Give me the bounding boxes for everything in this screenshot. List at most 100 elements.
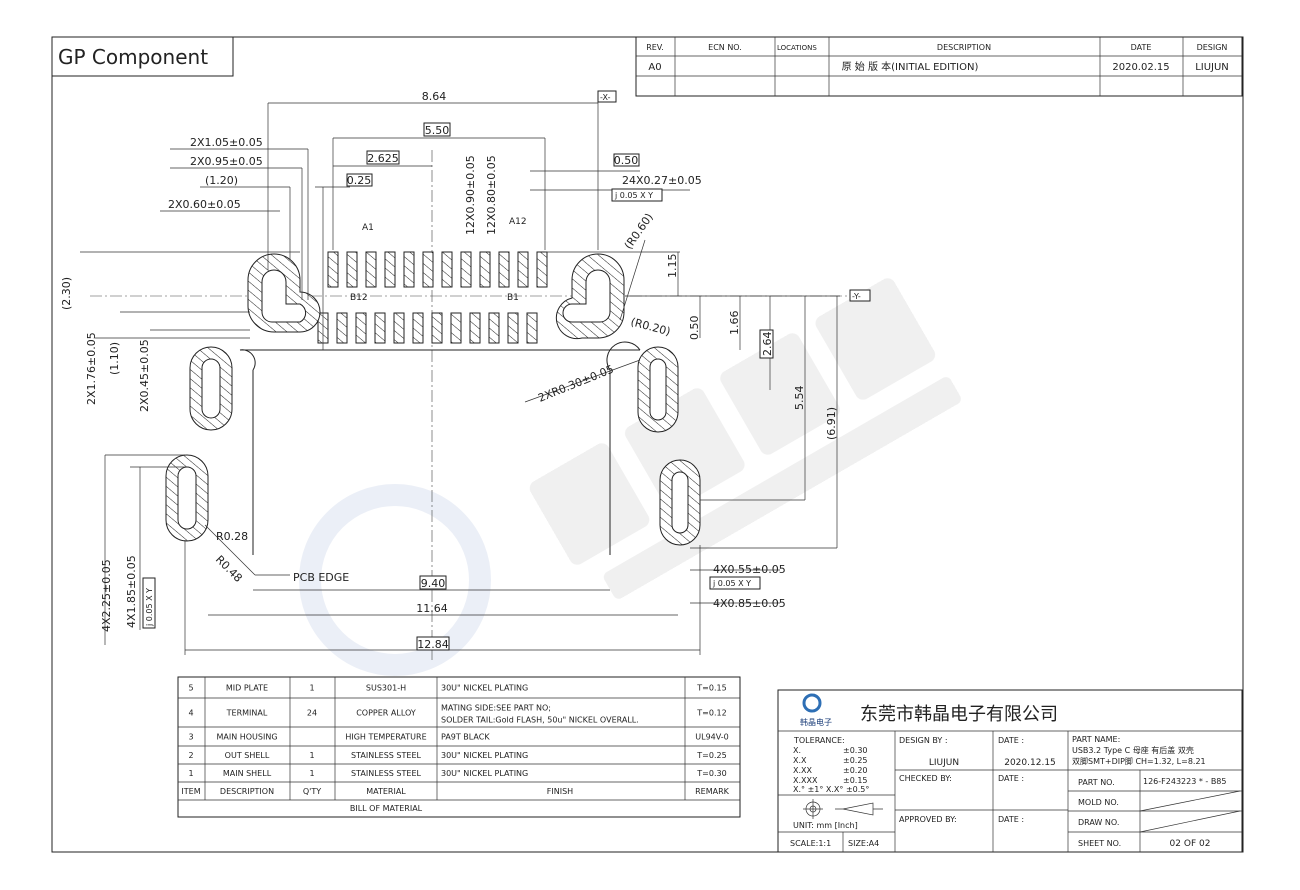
rev-designer: LIUJUN: [1195, 62, 1229, 73]
dim-r0-28: R0.28: [216, 530, 248, 543]
dim-12-84: 12.84: [417, 638, 449, 651]
ecn-header: ECN NO.: [708, 43, 742, 52]
draw-no-label: DRAW NO.: [1078, 818, 1119, 827]
terminal-pad-a: [498, 251, 510, 288]
dim-1-15: 1.15: [666, 254, 679, 279]
bom-finish: 30U" NICKEL PLATING: [441, 769, 528, 778]
terminal-pad-b: [469, 312, 481, 344]
tolerance-class: X.: [793, 746, 801, 755]
bom-header: REMARK: [695, 787, 730, 796]
revision-table: REV. ECN NO. LOCATIONS DESCRIPTION DATE …: [635, 36, 1243, 97]
terminal-pad-b: [507, 312, 519, 344]
design-header: DESIGN: [1197, 43, 1228, 52]
terminal-pad-a: [384, 251, 396, 288]
dim-2x1-05: 2X1.05±0.05: [190, 136, 263, 149]
bom-finish: 30U" NICKEL PLATING: [441, 751, 528, 760]
locations-header: LOCATIONS: [777, 44, 817, 52]
bom-cell: MAIN HOUSING: [216, 733, 277, 742]
pad-row-a: [327, 251, 548, 288]
bom-header: FINISH: [547, 787, 573, 796]
approved-date-label: DATE :: [998, 815, 1024, 824]
rev-description: 原 始 版 本(INITIAL EDITION): [842, 60, 979, 73]
dim-8-64: 8.64: [422, 90, 447, 103]
title-block: 韩晶电子 东莞市韩晶电子有限公司 TOLERANCE: X.±0.30X.X±0…: [777, 689, 1243, 853]
feature-control-frame: j 0.05 X Y: [614, 191, 653, 200]
bom-cell: T=0.25: [696, 751, 726, 760]
terminal-pad-b: [526, 312, 538, 344]
bom-caption: BILL OF MATERIAL: [350, 804, 423, 813]
terminal-pad-b: [431, 312, 443, 344]
rev-value: A0: [648, 62, 661, 73]
dim-6-91: (6.91): [825, 407, 838, 440]
dim-4x2-25: 4X2.25±0.05: [100, 559, 113, 632]
checked-date-label: DATE :: [998, 774, 1024, 783]
rev-header: REV.: [646, 43, 664, 52]
design-by-label: DESIGN BY :: [899, 736, 948, 745]
approved-by-label: APPROVED BY:: [899, 815, 957, 824]
company-name: 东莞市韩晶电子有限公司: [860, 704, 1058, 725]
bom-cell: T=0.12: [696, 709, 726, 718]
dim-r0-48: R0.48: [213, 553, 245, 585]
dim-r0-20: (R0.20): [629, 315, 672, 338]
terminal-pad-a: [346, 251, 358, 288]
mold-no-label: MOLD NO.: [1078, 798, 1119, 807]
y-datum: -Y-: [852, 292, 861, 301]
label-b12: B12: [350, 293, 368, 303]
dim-24x0-27: 24X0.27±0.05: [622, 174, 702, 187]
dim-1-66: 1.66: [728, 311, 741, 336]
unit-label: UNIT: mm [Inch]: [793, 821, 858, 830]
bom-cell: 1: [309, 751, 314, 760]
dim-1-10: (1.10): [108, 342, 121, 375]
terminal-pad-b: [412, 312, 424, 344]
terminal-pad-a: [403, 251, 415, 288]
part-name-line-1: USB3.2 Type C 母座 有后盖 双壳: [1072, 745, 1194, 755]
terminal-pad-a: [422, 251, 434, 288]
bom-cell: 24: [307, 709, 317, 718]
dim-4x1-85: 4X1.85±0.05: [125, 555, 138, 628]
part-no: 126-F243223 * - B85: [1143, 777, 1226, 786]
angle-tolerance: X.° ±1° X.X° ±0.5°: [793, 785, 869, 794]
checked-by-label: CHECKED BY:: [899, 774, 952, 783]
sheet-no-label: SHEET NO.: [1078, 839, 1121, 848]
bom-cell: 1: [309, 684, 314, 693]
bom-cell: STAINLESS STEEL: [351, 751, 421, 760]
watermark: [299, 278, 961, 676]
bom-cell: T=0.15: [696, 684, 726, 693]
pcb-edge-label: PCB EDGE: [293, 571, 349, 584]
part-no-label: PART NO.: [1078, 778, 1115, 787]
bom-cell: 1: [309, 769, 314, 778]
terminal-pad-a: [460, 251, 472, 288]
bom-header: DESCRIPTION: [220, 787, 274, 796]
terminal-pad-b: [488, 312, 500, 344]
bom-cell: 3: [188, 733, 193, 742]
bom-cell: COPPER ALLOY: [356, 709, 416, 718]
date-header: DATE: [1131, 43, 1152, 52]
pad-row-b: [317, 312, 538, 344]
bom-cell: OUT SHELL: [225, 751, 270, 760]
dim-2x0-60: 2X0.60±0.05: [168, 198, 241, 211]
dim-2-625: 2.625: [367, 152, 399, 165]
dim-12x0-80: 12X0.80±0.05: [485, 155, 498, 235]
dim-2x0-45: 2X0.45±0.05: [138, 339, 151, 412]
scale-label: SCALE:1:1: [790, 839, 831, 848]
terminal-pad-b: [374, 312, 386, 344]
dim-0-25: 0.25: [347, 174, 372, 187]
terminal-pad-b: [450, 312, 462, 344]
tolerance-value: ±0.25: [843, 756, 868, 765]
bom-header: Q'TY: [303, 787, 321, 796]
terminal-pad-a: [517, 251, 529, 288]
slot: [165, 346, 701, 546]
terminal-pad-a: [479, 251, 491, 288]
bom-cell: MAIN SHELL: [223, 769, 272, 778]
projection-symbol-icon: [803, 799, 883, 819]
terminal-pad-a: [327, 251, 339, 288]
dim-2x1-76: 2X1.76±0.05: [85, 332, 98, 405]
bom-header: MATERIAL: [366, 787, 406, 796]
pcb-edge: [239, 341, 641, 555]
feature-control-frame-3: j 0.05 X Y: [712, 579, 751, 588]
footprint: [80, 97, 860, 660]
bom-cell: SUS301-H: [366, 684, 406, 693]
tolerance-class: X.XXX: [793, 776, 818, 785]
dim-0-50-vertical: 0.50: [688, 316, 701, 341]
dim-2-30: (2.30): [60, 277, 73, 310]
